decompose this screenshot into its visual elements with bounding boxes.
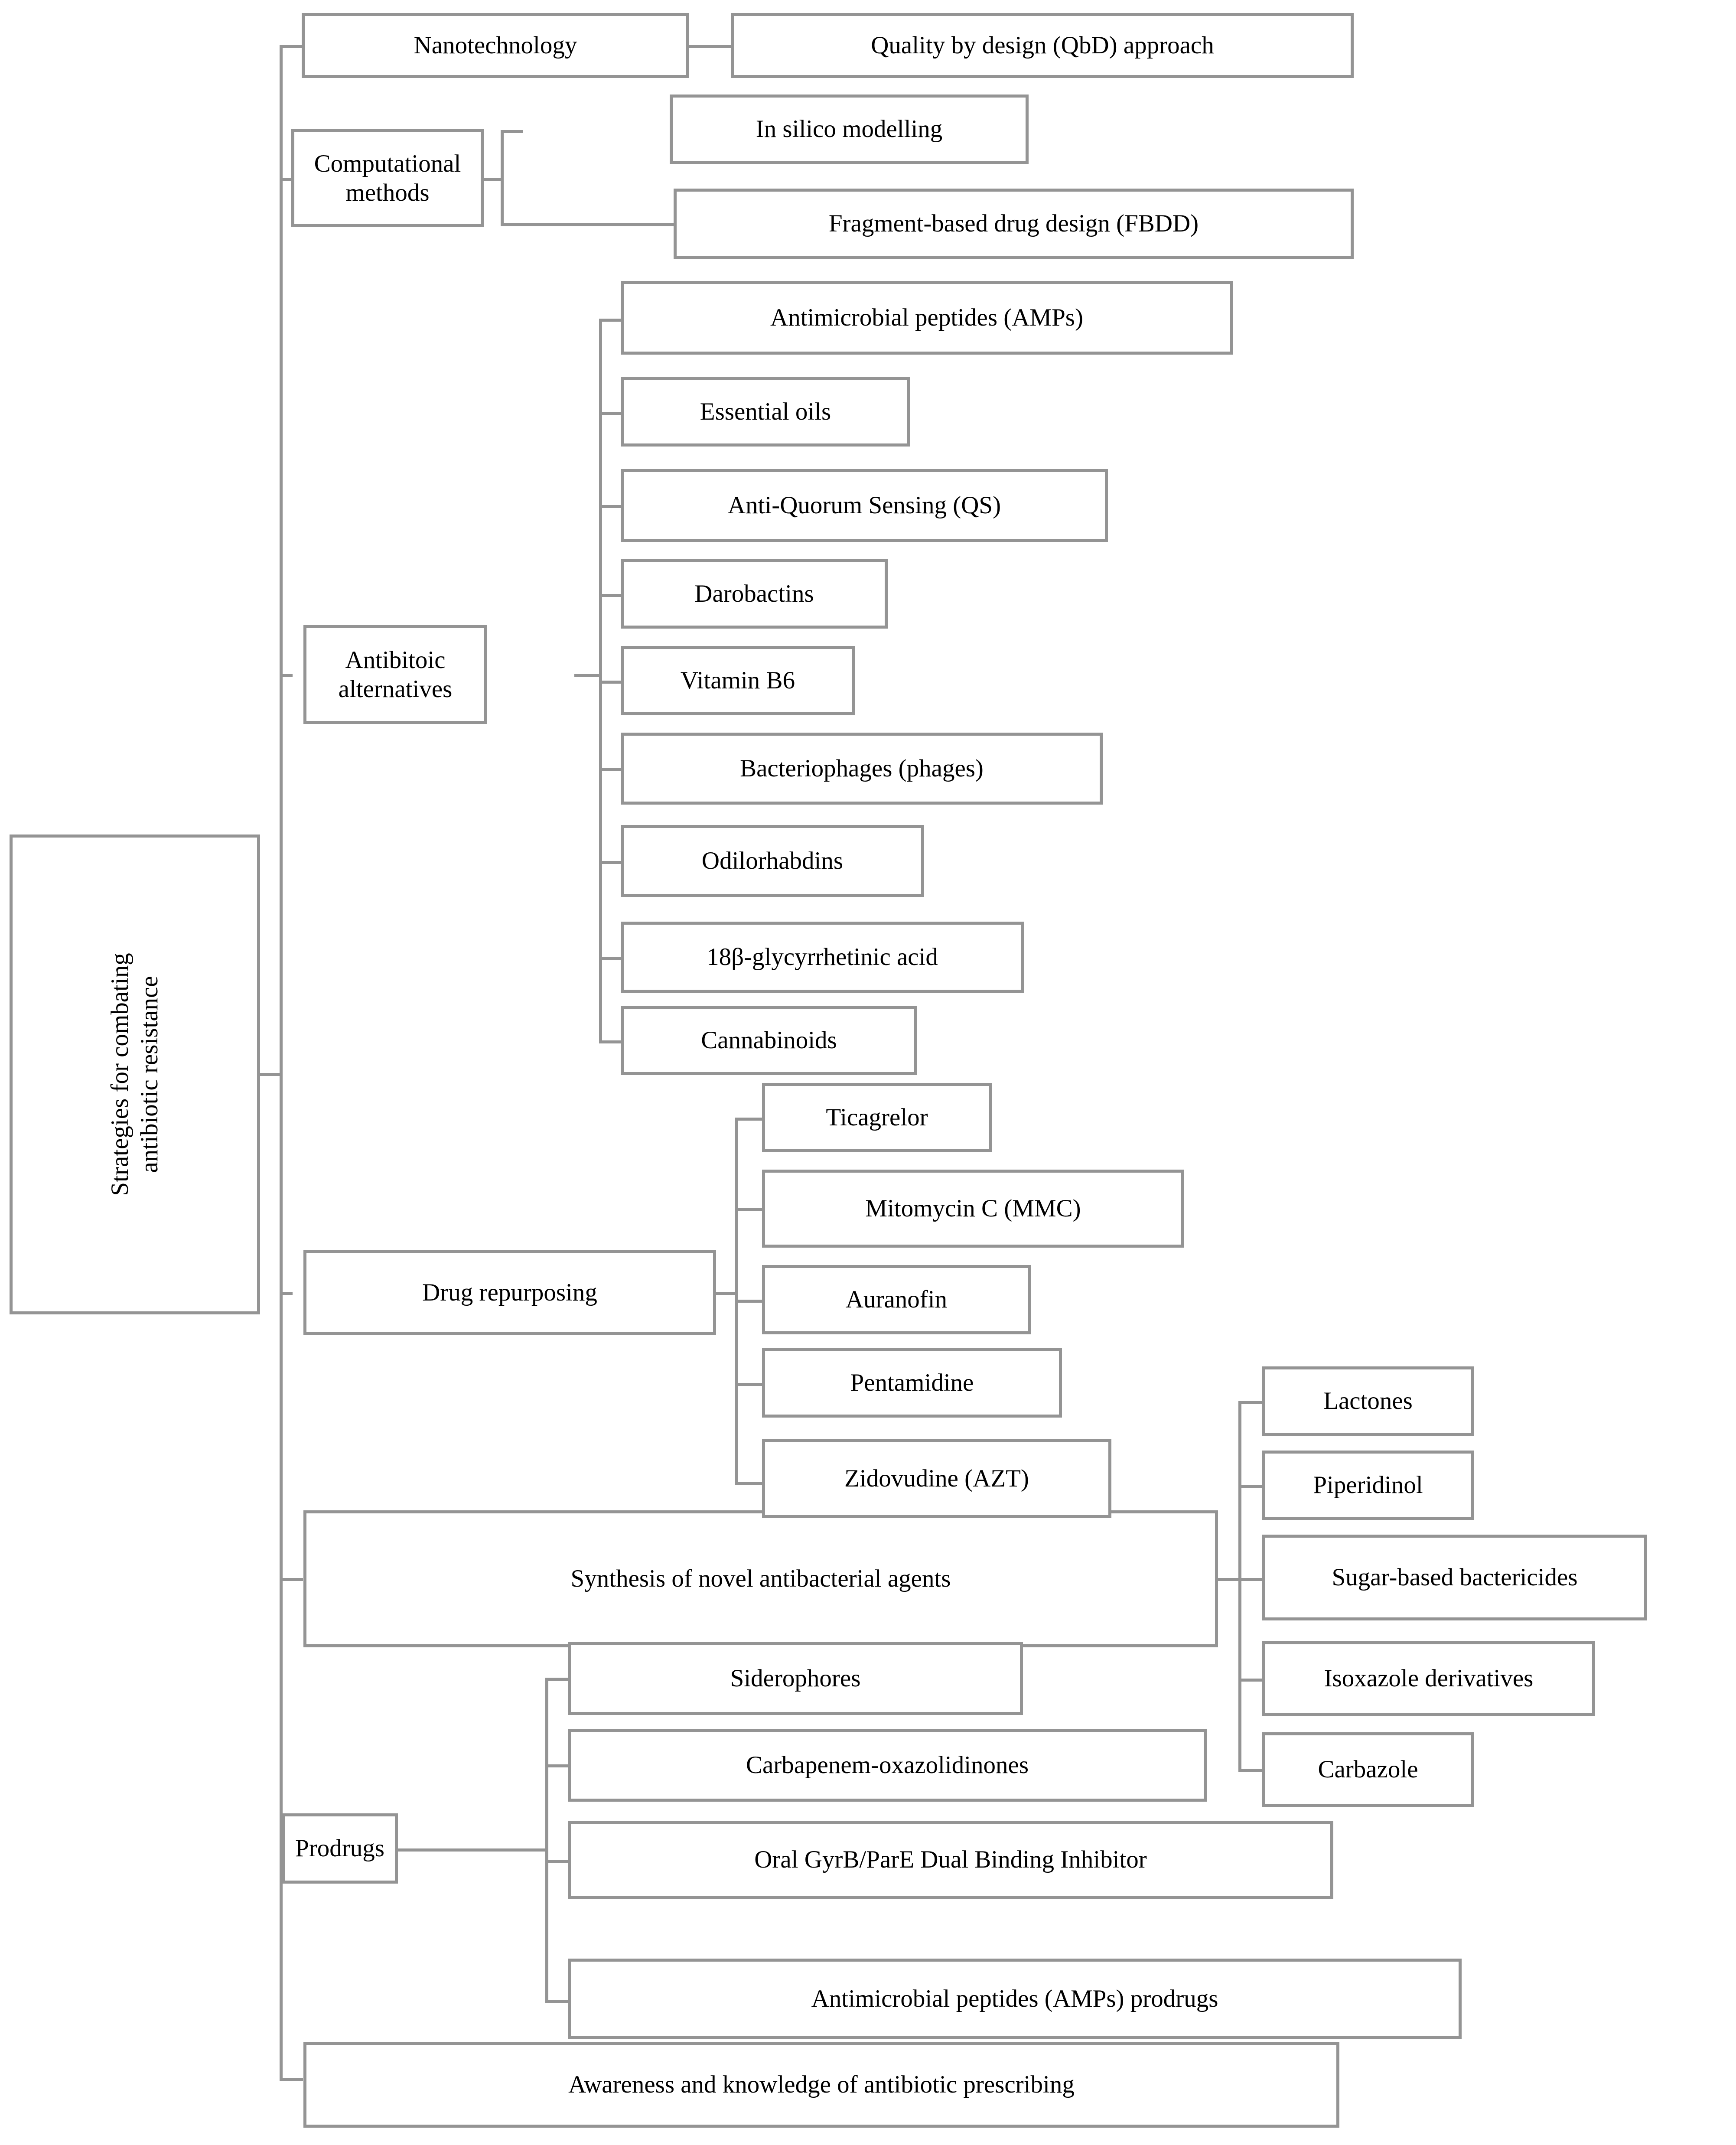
connector-to-bacteriophages <box>599 768 622 771</box>
node-essential-oils[interactable]: Essential oils <box>621 377 910 447</box>
node-mitomycin-c[interactable]: Mitomycin C (MMC) <box>762 1170 1184 1248</box>
connector-to-in-silico <box>501 130 523 133</box>
connector-nanotechnology-to-qbd <box>687 45 733 48</box>
connector-synthesis-stub <box>1216 1578 1241 1581</box>
connector-to-lactones <box>1238 1401 1264 1404</box>
connector-to-amps <box>599 319 622 322</box>
node-prodrugs[interactable]: Prodrugs <box>282 1813 398 1884</box>
connector-to-zidovudine <box>735 1482 762 1485</box>
connector-antibiotic-alternatives-stub <box>574 674 601 677</box>
connector-to-antibiotic-alternatives <box>280 674 293 677</box>
node-synthesis-novel-antibacterial-agents[interactable]: Synthesis of novel antibacterial agents <box>303 1510 1218 1647</box>
node-amp-prodrugs[interactable]: Antimicrobial peptides (AMPs) prodrugs <box>568 1959 1462 2039</box>
node-sugar-based-bactericides[interactable]: Sugar-based bactericides <box>1262 1535 1647 1620</box>
node-piperidinol[interactable]: Piperidinol <box>1262 1451 1474 1520</box>
node-siderophores[interactable]: Siderophores <box>568 1642 1023 1715</box>
node-drug-repurposing[interactable]: Drug repurposing <box>303 1250 716 1335</box>
node-vitamin-b6[interactable]: Vitamin B6 <box>621 646 855 715</box>
node-isoxazole-derivatives[interactable]: Isoxazole derivatives <box>1262 1641 1595 1716</box>
connector-prodrugs-trunk <box>545 1678 548 2003</box>
connector-to-mitomycin <box>735 1208 762 1211</box>
connector-to-odilorhabdins <box>599 861 622 864</box>
connector-to-anti-qs <box>599 505 622 508</box>
connector-to-gyrb-pare <box>545 1860 568 1863</box>
node-pentamidine[interactable]: Pentamidine <box>762 1348 1062 1418</box>
node-darobactins[interactable]: Darobactins <box>621 559 888 629</box>
node-nanotechnology[interactable]: Nanotechnology <box>302 13 689 78</box>
connector-computational-stub <box>482 178 503 181</box>
connector-to-glycyrrhetinic <box>599 957 622 960</box>
node-antibiotic-alternatives[interactable]: Antibitoic alternatives <box>303 625 487 724</box>
connector-to-fbdd <box>501 223 674 226</box>
node-anti-quorum-sensing[interactable]: Anti-Quorum Sensing (QS) <box>621 469 1108 542</box>
node-odilorhabdins[interactable]: Odilorhabdins <box>621 825 924 897</box>
connector-antibiotic-alternatives-trunk <box>599 319 602 1040</box>
connector-synthesis-trunk <box>1238 1401 1241 1771</box>
node-oral-gyrb-pare-inhibitor[interactable]: Oral GyrB/ParE Dual Binding Inhibitor <box>568 1821 1333 1899</box>
connector-to-vitamin-b6 <box>599 681 622 684</box>
connector-to-pentamidine <box>735 1383 762 1386</box>
connector-to-carbazole <box>1238 1769 1264 1772</box>
connector-drug-repurposing-stub <box>716 1292 737 1295</box>
node-computational-methods[interactable]: Computational methods <box>291 129 484 227</box>
connector-to-auranofin <box>735 1300 762 1303</box>
node-ticagrelor[interactable]: Ticagrelor <box>762 1083 992 1152</box>
connector-to-nanotechnology <box>280 45 303 48</box>
connector-to-siderophores <box>545 1678 568 1681</box>
node-zidovudine-azt[interactable]: Zidovudine (AZT) <box>762 1439 1111 1518</box>
node-carbapenem-oxazolidinones[interactable]: Carbapenem-oxazolidinones <box>568 1729 1207 1802</box>
node-fbdd[interactable]: Fragment-based drug design (FBDD) <box>674 189 1354 259</box>
root-node-strategies[interactable]: Strategies for combating antibiotic resi… <box>10 835 260 1314</box>
node-antimicrobial-peptides-amps[interactable]: Antimicrobial peptides (AMPs) <box>621 281 1233 355</box>
connector-prodrugs-bridge <box>397 1848 548 1852</box>
connector-level1-trunk <box>280 45 283 2078</box>
node-qbd-approach[interactable]: Quality by design (QbD) approach <box>731 13 1354 78</box>
connector-to-amp-prodrugs <box>545 2000 568 2003</box>
connector-to-ticagrelor <box>735 1118 762 1121</box>
connector-to-essential-oils <box>599 412 622 415</box>
node-lactones[interactable]: Lactones <box>1262 1366 1474 1436</box>
node-bacteriophages[interactable]: Bacteriophages (phages) <box>621 733 1103 805</box>
connector-root-stub <box>260 1073 281 1076</box>
connector-to-drug-repurposing <box>280 1292 293 1295</box>
connector-to-piperidinol <box>1238 1485 1264 1488</box>
connector-to-darobactins <box>599 594 622 597</box>
node-awareness-antibiotic-prescribing[interactable]: Awareness and knowledge of antibiotic pr… <box>303 2042 1339 2128</box>
connector-computational-trunk <box>501 130 504 226</box>
node-in-silico-modelling[interactable]: In silico modelling <box>670 95 1029 164</box>
node-auranofin[interactable]: Auranofin <box>762 1265 1031 1334</box>
root-node-label: Strategies for combating antibiotic resi… <box>106 953 163 1196</box>
connector-to-awareness <box>280 2078 303 2081</box>
node-carbazole[interactable]: Carbazole <box>1262 1732 1474 1807</box>
connector-to-cannabinoids <box>599 1040 622 1043</box>
connector-to-synthesis <box>280 1578 303 1581</box>
connector-to-computational-methods <box>280 178 293 181</box>
connector-to-isoxazole <box>1238 1679 1264 1682</box>
connector-to-carbapenem <box>545 1764 568 1767</box>
node-cannabinoids[interactable]: Cannabinoids <box>621 1006 917 1075</box>
node-glycyrrhetinic-acid[interactable]: 18β-glycyrrhetinic acid <box>621 922 1024 993</box>
connector-to-sugar-based <box>1238 1578 1264 1581</box>
